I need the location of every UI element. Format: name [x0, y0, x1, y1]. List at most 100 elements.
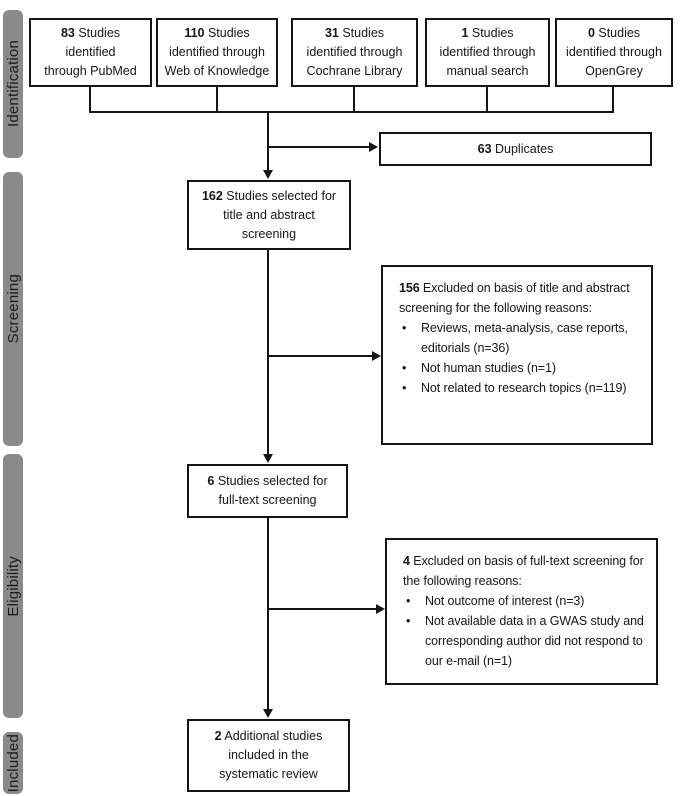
fulltext-screening-box: 6 Studies selected for full-text screeni… [187, 464, 348, 518]
box-text: Excluded on basis of title and abstract … [399, 281, 630, 315]
box-line: Web of Knowledge [164, 64, 270, 78]
connector-to-duplicates [267, 146, 369, 148]
connector-to-fulltext-exclusion [267, 608, 376, 610]
study-count: 4 [403, 554, 410, 568]
box-line: 156 Excluded on basis of title and abstr… [399, 278, 645, 318]
box-line: OpenGrey [585, 64, 643, 78]
stage-bar-included: Included [3, 732, 23, 794]
box-text: Excluded on basis of full-text screening… [403, 554, 644, 588]
bullet-dot: • [406, 594, 411, 608]
source-box-manual-search: 1 Studies identified through manual sear… [425, 18, 550, 87]
study-count: 83 [60, 26, 75, 40]
study-count: 2 [214, 729, 222, 743]
connector-spine-identification [267, 111, 269, 172]
box-text: Studies [594, 26, 641, 40]
box-line: 110 Studies [184, 24, 249, 43]
bullet-text: Not related to research topics (n=119) [421, 381, 627, 395]
box-text: Studies [204, 26, 250, 40]
connector-source-5 [612, 86, 614, 112]
box-line: 83 Studies [61, 24, 120, 43]
bullet-dot: • [402, 361, 407, 375]
study-count: 31 [324, 26, 339, 40]
connector-to-screening-exclusion [267, 355, 372, 357]
box-text: Studies selected for [222, 188, 337, 203]
arrowhead-down-icon [263, 454, 273, 463]
source-box-cochrane: 31 Studies identified through Cochrane L… [291, 18, 418, 87]
study-count: 6 [207, 474, 215, 488]
fulltext-exclusion-box: 4 Excluded on basis of full-text screeni… [385, 538, 658, 685]
stage-bar-eligibility: Eligibility [3, 454, 23, 718]
box-line: 2 Additional studies [215, 727, 323, 746]
box-text: Studies selected for [214, 474, 328, 488]
study-count: 110 [184, 26, 205, 40]
arrowhead-right-icon [376, 603, 385, 614]
exclusion-reason: • Not outcome of interest (n=3) [403, 591, 650, 611]
box-text: Duplicates [491, 141, 554, 156]
connector-source-1 [89, 86, 91, 112]
box-line: 162 Studies selected for [202, 187, 336, 206]
box-line: included in the [228, 748, 309, 762]
box-line: identified [65, 45, 116, 59]
arrowhead-down-icon [263, 709, 273, 718]
box-line: 0 Studies [588, 24, 640, 43]
bullet-dot: • [406, 614, 411, 628]
box-line: manual search [446, 64, 529, 78]
study-count: 1 [461, 26, 469, 40]
box-line: 6 Studies selected for [207, 472, 327, 491]
box-line: identified through [306, 45, 403, 59]
connector-source-4 [486, 86, 488, 112]
source-box-pubmed: 83 Studies identified through PubMed [29, 18, 152, 87]
exclusion-reason: • Not related to research topics (n=119) [399, 378, 645, 398]
connector-source-3 [353, 86, 355, 112]
study-count: 156 [399, 281, 420, 295]
exclusion-reason: • Not available data in a GWAS study and… [403, 611, 650, 671]
arrowhead-down-icon [263, 170, 273, 179]
bullet-text: Not human studies (n=1) [421, 361, 556, 375]
study-count: 0 [587, 26, 595, 40]
box-line: systematic review [219, 767, 318, 781]
box-line: 1 Studies [461, 24, 513, 43]
exclusion-reason: • Reviews, meta-analysis, case reports, … [399, 318, 645, 358]
stage-label: Eligibility [4, 555, 22, 617]
box-line: identified through [566, 45, 662, 59]
box-text: Studies [468, 26, 514, 40]
box-text: Studies [338, 26, 385, 40]
included-box: 2 Additional studies included in the sys… [187, 719, 350, 792]
exclusion-reason: • Not human studies (n=1) [399, 358, 645, 378]
connector-merge-horizontal [89, 111, 614, 113]
bullet-dot: • [402, 321, 407, 335]
box-line: 63 Duplicates [478, 140, 554, 159]
study-count: 162 [201, 188, 223, 203]
bullet-text: Not available data in a GWAS study and c… [425, 614, 644, 668]
study-count: 63 [477, 141, 492, 156]
stage-label: Identification [4, 40, 22, 128]
box-line: full-text screening [218, 493, 317, 507]
box-line: 31 Studies [325, 24, 384, 43]
box-line: through PubMed [44, 64, 137, 78]
box-line: identified through [169, 45, 265, 59]
box-text: Studies [74, 26, 121, 40]
source-box-opengrey: 0 Studies identified through OpenGrey [555, 18, 673, 87]
source-box-web-of-knowledge: 110 Studies identified through Web of Kn… [156, 18, 278, 87]
box-line: 4 Excluded on basis of full-text screeni… [403, 551, 650, 591]
arrowhead-right-icon [369, 141, 378, 152]
title-abstract-screening-box: 162 Studies selected for title and abstr… [187, 180, 351, 250]
stage-bar-screening: Screening [3, 172, 23, 446]
stage-bar-identification: Identification [3, 10, 23, 158]
duplicates-box: 63 Duplicates [379, 132, 652, 166]
box-line: screening [241, 226, 297, 241]
box-line: identified through [439, 45, 536, 59]
box-text: Additional studies [221, 729, 323, 743]
bullet-dot: • [402, 381, 407, 395]
stage-label: Included [4, 733, 22, 793]
screening-exclusion-box: 156 Excluded on basis of title and abstr… [381, 265, 653, 445]
connector-source-2 [216, 86, 218, 112]
box-line: title and abstract [223, 207, 315, 222]
connector-spine-screening [267, 249, 269, 455]
box-line: Cochrane Library [306, 64, 403, 78]
stage-label: Screening [4, 274, 22, 344]
connector-spine-eligibility [267, 517, 269, 710]
bullet-text: Not outcome of interest (n=3) [425, 594, 585, 608]
arrowhead-right-icon [372, 350, 381, 361]
